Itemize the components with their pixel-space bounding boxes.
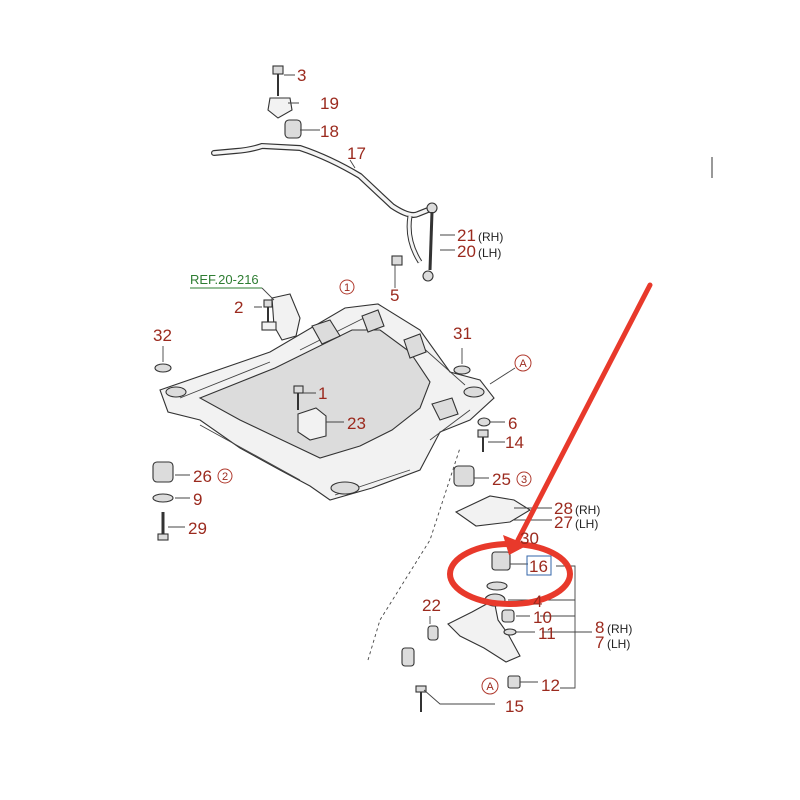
callout-20: 20 [457, 242, 476, 261]
callout-29: 29 [188, 519, 207, 538]
bolt-2 [261, 299, 277, 331]
bushing-18 [284, 119, 302, 139]
callout-8-side: (RH) [607, 622, 632, 636]
bolt-29 [157, 512, 169, 541]
svg-text:2: 2 [222, 471, 228, 483]
callout-10: 10 [533, 608, 552, 627]
bolt-1 [293, 385, 304, 410]
bushing-26 [152, 461, 174, 483]
callout-30: 30 [520, 529, 539, 548]
callout-26: 26 [193, 467, 212, 486]
bushing-22 [401, 625, 439, 667]
callout-4: 4 [533, 592, 542, 611]
stabilizer-bar-group [211, 65, 438, 282]
callout-7-side: (LH) [607, 637, 630, 651]
circled-marker-a-bottom: A [481, 677, 499, 695]
circled-marker-3: 3 [516, 471, 532, 487]
callout-5: 5 [390, 286, 399, 305]
callout-32: 32 [153, 326, 172, 345]
callout-21-side: (RH) [478, 230, 503, 244]
bushing-25 [453, 465, 475, 487]
circled-marker-2: 2 [217, 468, 233, 484]
bolt-14 [477, 429, 489, 452]
callout-18: 18 [320, 122, 339, 141]
callout-22: 22 [422, 596, 441, 615]
svg-text:3: 3 [521, 474, 527, 486]
callout-28: 28 [554, 499, 573, 518]
callout-31: 31 [453, 324, 472, 343]
bushing-16 [486, 551, 511, 591]
part-16-highlight-box [526, 555, 552, 576]
callout-8: 8 [595, 618, 604, 637]
reference-label: REF.20-216 [190, 272, 259, 287]
washer-32 [154, 363, 172, 373]
callout-27-side: (LH) [575, 517, 598, 531]
crossmember-subframe [159, 303, 495, 501]
washer-31 [453, 365, 471, 375]
lower-arm-8-7 [447, 599, 521, 663]
callout-6: 6 [508, 414, 517, 433]
bushing-10 [501, 609, 515, 623]
callout-2: 2 [234, 298, 243, 317]
callout-11: 11 [538, 624, 556, 643]
bolt-15 [415, 685, 427, 712]
callout-20-side: (LH) [478, 246, 501, 260]
callout-23: 23 [347, 414, 366, 433]
callout-17: 17 [347, 144, 366, 163]
callout-14: 14 [505, 433, 524, 452]
svg-text:A: A [486, 681, 494, 693]
washer-11 [503, 628, 517, 636]
callout-16: 16 [529, 557, 548, 576]
callout-28-side: (RH) [575, 503, 600, 517]
callout-9: 9 [193, 490, 202, 509]
circled-marker-1: 1 [339, 279, 355, 295]
svg-text:A: A [519, 358, 527, 370]
bolt-3 [272, 65, 284, 96]
callout-21: 21 [457, 226, 476, 245]
circled-marker-a-top: A [489, 354, 532, 385]
washer-9 [152, 493, 174, 503]
bracket-23 [297, 407, 327, 441]
nut-5 [391, 255, 403, 266]
callout-25: 25 [492, 470, 511, 489]
callout-27: 27 [554, 513, 573, 532]
bracket-19 [267, 97, 293, 119]
ball-joint-12 [507, 675, 521, 689]
callout-19: 19 [320, 94, 339, 113]
callout-12: 12 [541, 676, 560, 695]
callout-3: 3 [297, 66, 306, 85]
callout-1: 1 [318, 384, 327, 403]
svg-text:1: 1 [344, 282, 350, 294]
callout-7: 7 [595, 633, 604, 652]
mount-bracket [271, 293, 301, 341]
stabilizer-link-21-20 [422, 202, 438, 282]
bracket-28-27 [454, 495, 532, 527]
callout-15: 15 [505, 697, 524, 716]
highlight-arrow [503, 282, 653, 555]
nut-6 [477, 417, 491, 427]
